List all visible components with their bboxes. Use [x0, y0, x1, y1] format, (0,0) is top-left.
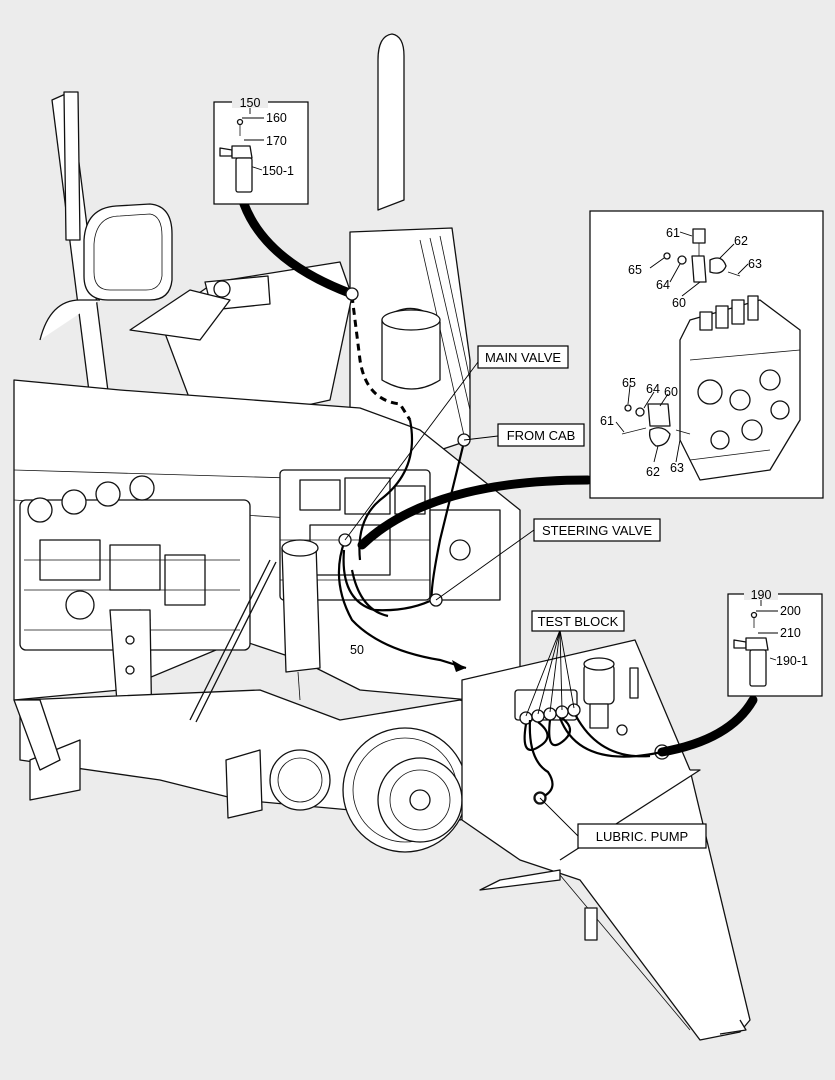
test-block-label: TEST BLOCK [538, 614, 619, 629]
engine-detail [19, 475, 251, 651]
hose-routing [239, 199, 758, 800]
inset-top-left-item: 160 [266, 111, 287, 125]
inset-valve-item: 61 [666, 226, 680, 240]
inset-valve-item: 64 [646, 382, 660, 396]
inset-valve-item: 65 [628, 263, 642, 277]
inset-valve-item: 63 [670, 461, 684, 475]
inset-top-left: 150 160 170 150-1 [213, 96, 309, 205]
inset-valve-item: 65 [622, 376, 636, 390]
inset-right-item: 190 [751, 588, 772, 602]
machine-illustration [13, 33, 751, 1041]
inset-right-item: 210 [780, 626, 801, 640]
callout-steering-valve: STEERING VALVE [533, 518, 661, 542]
hose-to-inset-top-left [239, 199, 357, 299]
inset-right: 190 200 210 190-1 [727, 588, 823, 697]
leader-lines [344, 361, 579, 837]
inset-valve-item: 62 [734, 234, 748, 248]
inset-right-item: 200 [780, 604, 801, 618]
main-valve-label: MAIN VALVE [485, 350, 561, 365]
lubric-pump-label: LUBRIC. PUMP [596, 829, 688, 844]
callout-main-valve: MAIN VALVE [477, 345, 569, 369]
steering-valve-label: STEERING VALVE [542, 523, 652, 538]
inset-valve-item: 60 [664, 385, 678, 399]
callout-lubric-pump: LUBRIC. PUMP [577, 823, 707, 849]
hose-to-inset-right [657, 695, 758, 757]
callout-from-cab: FROM CAB [497, 423, 585, 447]
inset-top-left-item: 170 [266, 134, 287, 148]
hose-number-label: 50 [350, 643, 364, 657]
hose-to-inset-valve [357, 475, 593, 550]
from-cab-label: FROM CAB [507, 428, 576, 443]
inset-valve: 61 62 65 63 64 60 65 64 60 61 62 63 [589, 210, 824, 499]
inset-valve-item: 63 [748, 257, 762, 271]
inset-right-item: 190-1 [776, 654, 808, 668]
inset-top-left-item: 150-1 [262, 164, 294, 178]
inset-top-left-item: 150 [240, 96, 261, 110]
callout-test-block: TEST BLOCK [531, 610, 625, 632]
inset-valve-item: 62 [646, 465, 660, 479]
inset-valve-item: 61 [600, 414, 614, 428]
valve-bank-detail [279, 469, 501, 601]
inset-valve-item: 60 [672, 296, 686, 310]
inset-valve-item: 64 [656, 278, 670, 292]
